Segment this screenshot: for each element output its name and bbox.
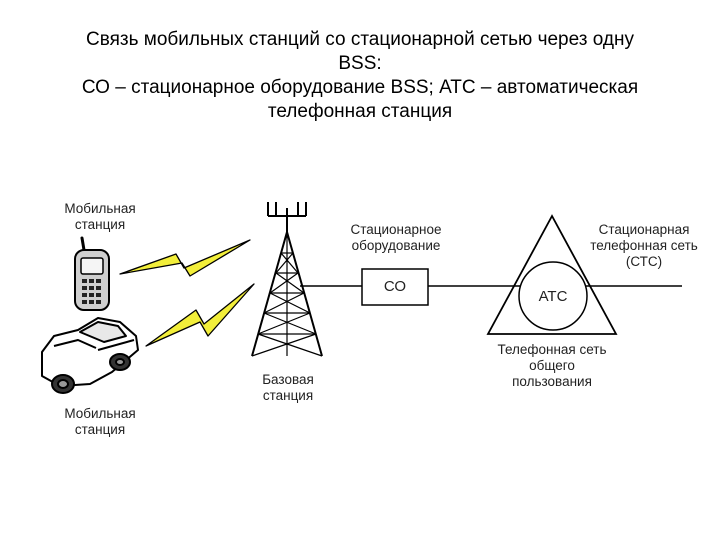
radio-link-bottom [145,283,255,347]
co-box-label: СО [383,278,407,295]
public-network-triangle [486,214,618,335]
mobile-station-top-line-2: станция [74,217,126,232]
public-network-line-1: Телефонная сеть [497,342,607,357]
public-network-line-2: общего [529,358,575,373]
car-icon [41,317,139,394]
base-station-label: Базовая станция [240,372,336,404]
mobile-station-bottom-line-2: станция [74,422,126,437]
atc-label: АТС [538,288,568,305]
mobile-station-top-label: Мобильная станция [50,201,150,233]
title-line-2: BSS: [338,53,382,74]
mobile-station-bottom-line-1: Мобильная [64,406,136,421]
co-box [361,268,429,306]
atc-circle [518,261,588,331]
equipment-label: Стационарное оборудование [334,222,458,254]
mobile-station-bottom-label: Мобильная станция [50,406,150,438]
base-station-line-1: Базовая [262,372,314,387]
pstn-label: Стационарная телефонная сеть (СТС) [588,222,700,270]
title-line-1: Связь мобильных станций со стационарной … [86,29,634,50]
equipment-line-2: оборудование [351,238,441,253]
public-network-line-3: пользования [512,374,592,389]
pstn-line-2: телефонная сеть [590,238,698,253]
public-network-label: Телефонная сеть общего пользования [484,342,620,390]
radio-link-top [119,239,251,277]
radio-link-icon [119,239,255,347]
title-line-4: телефонная станция [267,101,453,122]
base-station-line-2: станция [262,388,314,403]
equipment-line-1: Стационарное [350,222,442,237]
mobile-phone-icon [74,236,110,311]
diagram-title: Связь мобильных станций со стационарной … [20,28,700,124]
antenna-tower-icon [251,202,323,357]
pstn-line-1: Стационарная [598,222,690,237]
title-line-3: СО – стационарное оборудование BSS; АТС … [81,77,639,98]
pstn-line-3: (СТС) [625,254,663,269]
mobile-station-top-line-1: Мобильная [64,201,136,216]
